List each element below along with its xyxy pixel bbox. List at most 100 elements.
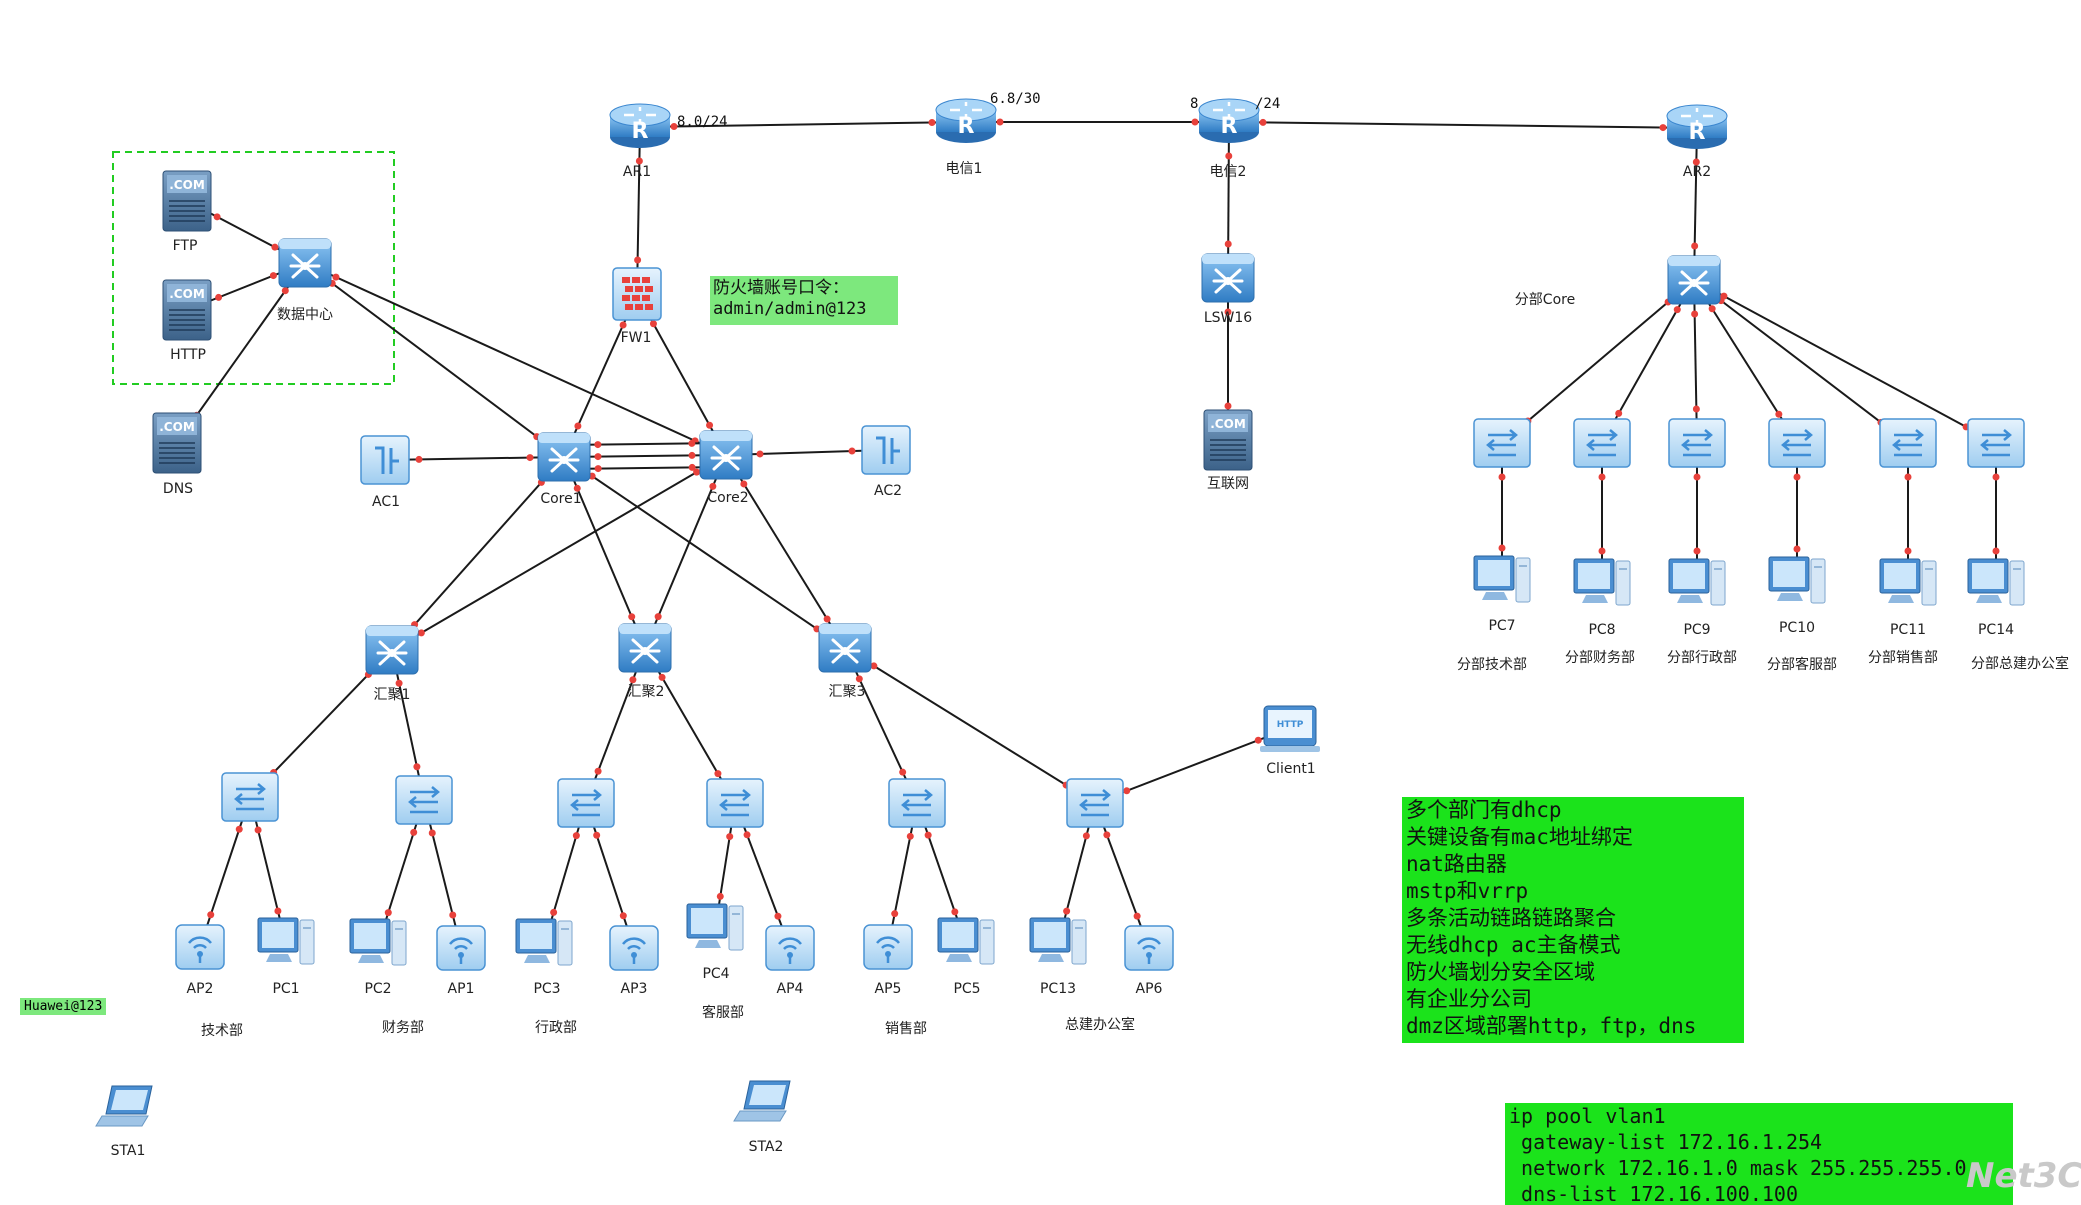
switch-s2-icon[interactable] (395, 775, 453, 825)
device-label-dc: 数据中心 (277, 307, 333, 323)
l3switch-dc-icon[interactable] (278, 238, 332, 288)
link-Core1-HJ3 (563, 456, 846, 649)
l3switch-bcore-icon[interactable] (1667, 255, 1721, 305)
devices-layer: R R R R .COM .COM .COM .COM HTTP (95, 98, 2025, 1127)
feature-line: mstp和vrrp (1406, 879, 1529, 903)
l3switch-hj3-icon[interactable] (818, 623, 872, 673)
device-label-inet: 互联网 (1207, 476, 1249, 492)
device-label-ap2: AP2 (186, 981, 214, 997)
link-line (384, 456, 565, 461)
pc-pc5-icon[interactable] (937, 917, 995, 965)
pc-pc13-icon[interactable] (1029, 917, 1087, 965)
switch-s4-icon[interactable] (706, 778, 764, 828)
port-dot (1992, 473, 2000, 481)
port-dot (428, 829, 436, 837)
port-dot (1224, 240, 1232, 248)
switch-bs4-icon[interactable] (1768, 418, 1826, 468)
l3switch-hj2-icon[interactable] (618, 623, 672, 673)
switch-s1-icon[interactable] (221, 772, 279, 822)
port-dot (271, 243, 279, 251)
switch-s5-icon[interactable] (888, 778, 946, 828)
port-dot (573, 484, 581, 492)
device-label-ap6: AP6 (1135, 981, 1163, 997)
switch-bs3-icon[interactable] (1668, 418, 1726, 468)
router-t2-icon[interactable]: R (1198, 98, 1260, 143)
server-ftp-icon[interactable]: .COM (162, 170, 212, 232)
ap-ap6-icon[interactable] (1124, 925, 1174, 971)
link-line (199, 796, 251, 948)
ap-ap1-icon[interactable] (436, 925, 486, 971)
switch-bs2-icon[interactable] (1573, 418, 1631, 468)
link-DC-Core2 (304, 262, 727, 456)
device-label-ap5: AP5 (874, 981, 902, 997)
ip-pool-note: ip pool vlan1 gateway-list 172.16.1.254 … (1505, 1103, 2013, 1205)
port-dot (688, 439, 696, 447)
client-client1-icon[interactable]: HTTP (1260, 705, 1320, 752)
port-dot (417, 629, 425, 637)
l3switch-hj1-icon[interactable] (365, 625, 419, 675)
port-dot (593, 831, 601, 839)
l3switch-core2-icon[interactable] (699, 430, 753, 480)
port-dot (572, 832, 580, 840)
laptop-sta2-icon[interactable] (733, 1080, 791, 1122)
pc-pc14-icon[interactable] (1967, 558, 2025, 606)
link-line (1228, 121, 1698, 129)
pc-pc2-icon[interactable] (349, 918, 407, 966)
pc-pc11-icon[interactable] (1879, 558, 1937, 606)
port-dot (594, 441, 602, 449)
server-dns-icon[interactable]: .COM (152, 412, 202, 474)
switch-s3-icon[interactable] (557, 778, 615, 828)
switch-bs5-icon[interactable] (1879, 418, 1937, 468)
switch-bs6-icon[interactable] (1967, 418, 2025, 468)
device-label-ar1: AR1 (622, 164, 652, 180)
port-dot (628, 613, 636, 621)
l3switch-core1-icon[interactable] (537, 432, 591, 482)
pc-pc8-icon[interactable] (1573, 558, 1631, 606)
device-label-ap3: AP3 (620, 981, 648, 997)
port-dot (1598, 547, 1606, 555)
device-label-pc11: PC11 (1889, 622, 1927, 638)
ip-ar1-t1-label: 8.0/24 (677, 114, 728, 130)
server-http-icon[interactable]: .COM (162, 279, 212, 341)
firewall-fw1-icon[interactable] (612, 267, 662, 321)
router-ar2-icon[interactable]: R (1666, 104, 1728, 149)
port-dot (1793, 473, 1801, 481)
switch-s6-icon[interactable] (1066, 778, 1124, 828)
l3switch-lsw16-icon[interactable] (1201, 253, 1255, 303)
port-dot (215, 293, 223, 301)
pc-pc9-icon[interactable] (1668, 558, 1726, 606)
router-t1-icon[interactable]: R (935, 98, 997, 143)
link-line (725, 449, 887, 456)
link-Core2-AC2 (725, 447, 887, 458)
ap-ap5-icon[interactable] (863, 924, 913, 970)
server-inet-icon[interactable]: .COM (1203, 409, 1253, 471)
ip-pool-line: gateway-list 172.16.1.254 (1509, 1130, 1823, 1154)
ap-ap3-icon[interactable] (609, 925, 659, 971)
port-dot (726, 833, 734, 841)
feature-line: dmz区域部署http，ftp，dns (1406, 1014, 1697, 1038)
link-line (585, 647, 646, 804)
ac-ac2-icon[interactable] (861, 425, 911, 475)
pc-pc4-icon[interactable] (686, 903, 744, 951)
port-dot (1082, 832, 1090, 840)
port-dot (1692, 158, 1700, 166)
port-dot (899, 768, 907, 776)
laptop-sta1-icon[interactable] (95, 1085, 153, 1127)
pc-pc10-icon[interactable] (1768, 556, 1826, 604)
pc-pc3-icon[interactable] (515, 918, 573, 966)
port-dot (924, 831, 932, 839)
link-HJ2-S4 (644, 647, 736, 804)
link-Core1-Core2 (564, 463, 727, 473)
port-dot (1659, 124, 1667, 132)
pc-pc7-icon[interactable] (1473, 555, 1531, 603)
pc-pc1-icon[interactable] (257, 917, 315, 965)
link-line (725, 454, 846, 649)
switch-bs1-icon[interactable] (1473, 418, 1531, 468)
device-label-t2: 电信2 (1209, 164, 1247, 180)
router-ar1-icon[interactable]: R (609, 103, 671, 148)
ap-ap2-icon[interactable] (175, 924, 225, 970)
ap-ap4-icon[interactable] (765, 925, 815, 971)
port-dot (649, 320, 657, 328)
ac-ac1-icon[interactable] (360, 435, 410, 485)
